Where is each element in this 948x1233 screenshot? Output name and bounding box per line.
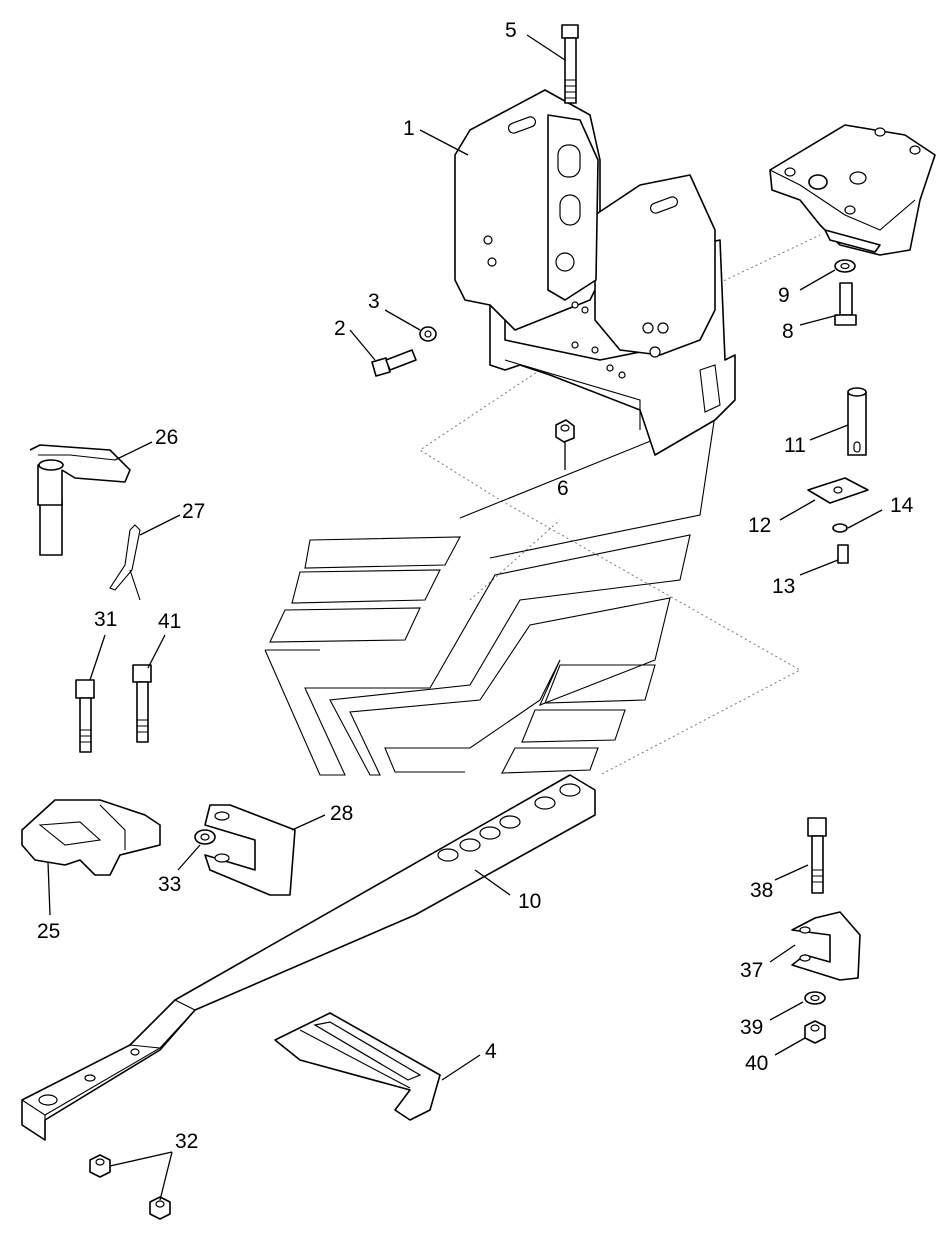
part-1-hitch-bracket bbox=[454, 89, 736, 456]
part-11-pin bbox=[847, 387, 867, 456]
part-4-support-plate bbox=[274, 1012, 441, 1121]
callout-label: 31 bbox=[94, 608, 117, 631]
part-14-washer bbox=[832, 523, 848, 533]
part-6-nut bbox=[555, 419, 575, 443]
callout-label: 27 bbox=[182, 500, 205, 523]
part-25-clevis bbox=[21, 799, 161, 876]
part-2-bolt bbox=[371, 349, 417, 377]
callout-label: 10 bbox=[518, 890, 541, 913]
callout-label: 2 bbox=[334, 317, 346, 340]
callout-label: 11 bbox=[784, 434, 806, 457]
part-9-washer bbox=[834, 259, 856, 273]
callout-label: 33 bbox=[158, 873, 181, 896]
callout-label: 13 bbox=[772, 575, 795, 598]
part-41-bolt bbox=[132, 664, 152, 743]
callout-label: 8 bbox=[782, 320, 794, 343]
part-28-u-bracket bbox=[204, 804, 296, 896]
part-38-bolt bbox=[807, 817, 827, 894]
part-32-nut-a bbox=[89, 1154, 111, 1178]
callout-label: 14 bbox=[890, 494, 914, 517]
callout-label: 4 bbox=[485, 1040, 497, 1063]
callout-label: 6 bbox=[557, 477, 569, 500]
callout-label: 37 bbox=[740, 959, 763, 982]
callout-label: 12 bbox=[748, 514, 771, 537]
part-10-drawbar bbox=[21, 774, 596, 1141]
tractor-outline bbox=[264, 414, 716, 776]
callout-labels: 1 2 3 4 5 6 8 9 10 11 12 13 14 25 26 27 … bbox=[37, 19, 914, 1153]
callout-label: 1 bbox=[403, 117, 415, 140]
top-right-mounting-bracket bbox=[769, 124, 936, 256]
part-39-washer bbox=[804, 991, 826, 1005]
part-31-bolt bbox=[75, 679, 95, 753]
part-26-hitch-pin bbox=[29, 444, 131, 556]
part-13-bolt bbox=[837, 544, 849, 564]
part-12-plate bbox=[807, 477, 869, 504]
callout-label: 38 bbox=[750, 879, 773, 902]
callout-label: 5 bbox=[505, 19, 517, 42]
callout-label: 25 bbox=[37, 920, 60, 943]
callout-leaders bbox=[47, 34, 883, 1201]
callout-label: 3 bbox=[368, 290, 380, 313]
part-3-washer bbox=[419, 326, 437, 342]
part-33-washer bbox=[194, 829, 216, 845]
part-32-nut-b bbox=[149, 1196, 171, 1220]
part-8-bolt bbox=[834, 282, 857, 326]
callout-label: 39 bbox=[740, 1016, 763, 1039]
callout-label: 9 bbox=[778, 284, 790, 307]
assembly-guide-lines bbox=[419, 234, 821, 776]
callout-label: 28 bbox=[330, 802, 353, 825]
callout-label: 41 bbox=[158, 610, 181, 633]
part-37-u-bracket bbox=[791, 911, 861, 981]
part-40-nut bbox=[804, 1020, 826, 1044]
part-5-bolt bbox=[561, 24, 579, 104]
part-27-spring-clip bbox=[109, 524, 141, 601]
callout-label: 40 bbox=[745, 1052, 768, 1075]
callout-label: 32 bbox=[175, 1130, 198, 1153]
callout-label: 26 bbox=[155, 426, 178, 449]
